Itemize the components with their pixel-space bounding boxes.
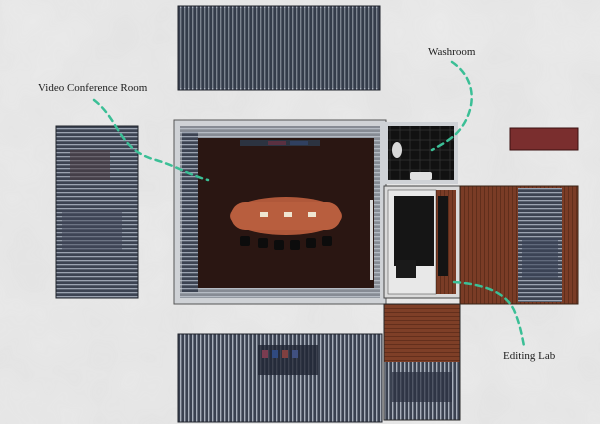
chairs [240,236,332,250]
right-wood-elevation [459,185,579,305]
bottom-elevation [177,333,383,423]
material-swatch [509,127,579,151]
label-washroom: Washroom [428,46,476,58]
label-editing-lab: Editing Lab [503,350,556,362]
label-video-conference-room: Video Conference Room [38,82,148,94]
bottom-right-elevation [383,303,461,421]
washroom [384,122,458,184]
video-conference-room [173,119,387,305]
left-elevation [55,125,139,299]
editing-lab [383,185,461,299]
leader-video-conference [92,98,210,182]
leader-washroom [430,60,473,152]
top-elevation [177,5,381,91]
leader-editing-lab [452,280,526,348]
